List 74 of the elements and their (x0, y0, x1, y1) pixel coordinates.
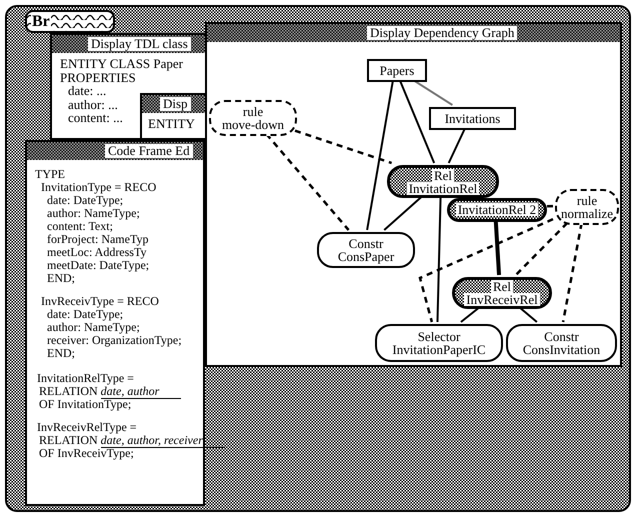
node-label: rule (576, 194, 598, 207)
node-label: Constr (348, 237, 384, 250)
construct-node (506, 324, 617, 362)
icon-label: Br (31, 14, 51, 30)
node-label: Invitations (444, 112, 500, 125)
dashed-connector (265, 133, 350, 231)
code-line: date: DateType; (47, 308, 124, 321)
construct-node (375, 324, 503, 362)
node-label: Papers (380, 64, 414, 77)
node-label: InvitationPaperIC (392, 343, 486, 356)
entity-box (429, 107, 516, 130)
code-line: author: NameType; (47, 321, 140, 334)
window-title: Display TDL class (88, 37, 191, 51)
code-line: ENTITY (148, 117, 195, 130)
node-label: Rel (432, 168, 454, 182)
code-line: author: ... (68, 98, 118, 111)
node-label: ConsInvitation (522, 343, 600, 356)
window-title: Disp (160, 97, 191, 111)
dashed-connector (562, 222, 583, 322)
code-line: author: NameType; (47, 207, 140, 220)
dashed-connector (514, 222, 568, 276)
window-icon (25, 10, 115, 33)
dashed-connector (294, 130, 392, 164)
node-label: Rel (490, 280, 514, 293)
entity-box (367, 59, 427, 82)
code-line: receiver: OrganizationType; (47, 334, 182, 347)
window-title: Code Frame Ed (105, 144, 193, 158)
code-line: RELATION date, author (39, 385, 182, 398)
code-line: meetDate: DateType; (47, 259, 150, 272)
code-line: date: DateType; (47, 194, 124, 207)
node-label: normalize (561, 207, 613, 220)
code-line: PROPERTIES (60, 70, 136, 84)
connector-line (460, 306, 480, 323)
rule-node (555, 189, 619, 225)
window (205, 22, 622, 367)
code-line: InvitationType = RECO (41, 181, 156, 194)
code-line: END; (47, 347, 75, 360)
code-line: OF InvitationType; (39, 398, 132, 411)
code-line: date: ... (68, 84, 106, 98)
node-label: Selector (418, 330, 460, 343)
connector-line (518, 306, 538, 323)
connector-line (494, 220, 502, 276)
code-line: ENTITY CLASS Paper (60, 57, 184, 70)
code-line: content: ... (68, 111, 123, 124)
connector-line (384, 195, 424, 231)
node-label: move-down (222, 118, 284, 131)
window-title: Display Dependency Graph (367, 26, 518, 40)
code-line: content: Text; (47, 220, 113, 233)
code-line: forProject: NameTyp (47, 233, 148, 246)
code-line: InvReceivType = RECO (41, 295, 159, 308)
construct-node (317, 232, 415, 268)
connector-line (436, 196, 442, 322)
relation-node (387, 165, 499, 198)
connector-line (366, 80, 394, 230)
relation-node (452, 277, 552, 309)
code-line: meetLoc: AddressTy (47, 246, 146, 259)
node-label: InvReceivRel (464, 293, 540, 306)
connector-line (398, 80, 436, 164)
node-label: Constr (544, 330, 579, 343)
relation-node (447, 198, 547, 222)
node-label: rule (242, 105, 264, 118)
code-line: TYPE (35, 168, 65, 181)
node-label: InvitationRel 2 (456, 203, 538, 216)
code-line: OF InvReceivType; (39, 447, 134, 460)
dashed-connector (544, 204, 554, 208)
node-label: ConsPaper (338, 250, 394, 263)
code-line: END; (47, 272, 75, 285)
node-label: InvitationRel (406, 182, 480, 194)
code-line: InvitationRelType = (37, 372, 134, 385)
code-line: InvReceivRelType = (37, 421, 137, 434)
code-line: RELATION date, author, receiver (39, 434, 225, 447)
rule-node (209, 100, 297, 136)
dashed-connector (418, 218, 554, 322)
connector-line (448, 128, 466, 164)
